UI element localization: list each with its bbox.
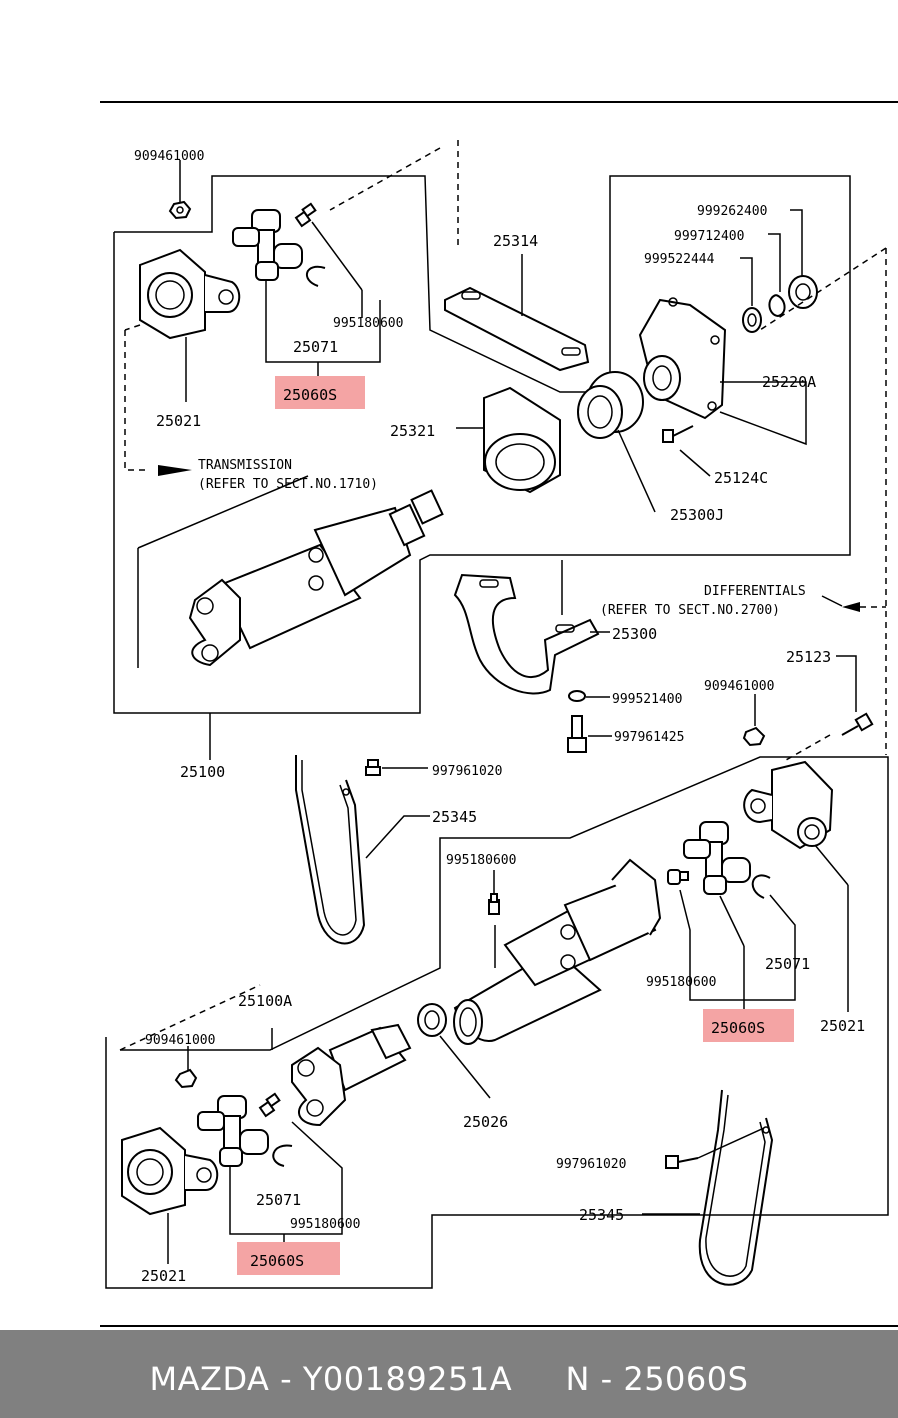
label-999522444: 999522444 [644,252,715,267]
bracket-plate-part [444,254,590,372]
label-25345: 25345 [432,808,477,826]
strap-part [295,755,430,945]
propeller-shaft-part [453,858,662,1045]
bolt-part [567,715,612,753]
leader-line [229,1121,343,1235]
slip-yoke-part [291,1023,412,1127]
footer-part-number: MAZDA - Y00189251A N - 25060S [149,1360,749,1398]
flange-yoke-part [121,1126,219,1264]
label-909461000: 909461000 [134,149,204,164]
label-25060s: 25060S [250,1252,304,1270]
bolt-part [365,759,428,776]
universal-joint-part [197,1095,269,1167]
snap-ring-part [306,265,326,287]
label-25021: 25021 [141,1267,186,1285]
highlight-25060s [237,1242,340,1275]
label-25026: 25026 [463,1113,508,1131]
leader-line [821,595,843,607]
footer-bar: MAZDA - Y00189251A N - 25060S [0,1330,898,1418]
universal-joint-part [683,821,751,895]
label-25071: 25071 [256,1191,301,1209]
center-bearing-part [577,371,656,513]
label-997961020: 997961020 [556,1157,626,1172]
label-differentials-ref: (REFER TO SECT.NO.2700) [600,603,780,618]
label-transmission-ref: (REFER TO SECT.NO.1710) [198,477,378,492]
strap-part [642,1089,774,1286]
support-bracket-part [453,560,610,695]
leader-line [679,889,796,1001]
label-997961425: 997961425 [614,730,684,745]
grease-nipple-part [294,202,363,318]
propeller-shaft-part [137,475,444,668]
dashed-leader [124,330,150,471]
label-25060s: 25060S [711,1019,765,1037]
label-25123: 25123 [786,648,831,666]
label-25220a: 25220A [762,373,816,391]
washer-part [568,690,610,702]
bolt-part [836,655,874,736]
propeller-shaft-diagram: 909461000 995180600 25071 25060S 25021 2… [100,101,898,1327]
flange-yoke-part [139,248,241,402]
dashed-leader [329,147,441,211]
dashed-leader [759,247,887,331]
label-995180600: 995180600 [333,316,403,331]
grease-nipple-part [667,869,689,885]
label-999521400: 999521400 [612,692,682,707]
label-25060s: 25060S [283,386,337,404]
universal-joint-part [232,209,303,281]
grease-nipple-part [488,870,500,915]
companion-flange-part [638,297,807,446]
label-25021: 25021 [820,1017,865,1035]
arrow-icon [158,465,192,476]
label-909461000: 909461000 [145,1033,215,1048]
label-25021: 25021 [156,412,201,430]
label-25071: 25071 [765,955,810,973]
snap-ring-part [272,1144,293,1167]
snap-ring-part [751,874,771,899]
bearing-part [417,1003,491,1099]
label-25300: 25300 [612,625,657,643]
arrow-icon [842,602,860,612]
leader-line [265,280,381,363]
bolt-part [665,1127,765,1169]
label-25124c: 25124C [714,469,768,487]
label-25300j: 25300J [670,506,724,524]
label-25314: 25314 [493,232,538,250]
nut-part [742,694,766,747]
highlight-25060s [703,1009,794,1042]
label-997961020: 997961020 [432,764,502,779]
label-909461000: 909461000 [704,679,774,694]
dashed-leader [124,324,141,331]
grease-nipple-part [258,1092,281,1118]
label-999262400: 999262400 [697,204,767,219]
label-25100a: 25100A [238,992,292,1010]
group-outline-25100 [113,175,851,714]
dashed-leader [119,984,261,1051]
dashed-leader [785,734,831,761]
leader-line [719,895,745,947]
label-25345: 25345 [579,1206,624,1224]
label-25071: 25071 [293,338,338,356]
nut-part [168,160,192,220]
label-differentials: DIFFERENTIALS [704,584,806,599]
label-25321: 25321 [390,422,435,440]
support-cushion-part [456,386,561,494]
flange-yoke-part [743,760,849,1012]
label-transmission: TRANSMISSION [198,458,292,473]
label-995180600: 995180600 [446,853,516,868]
nut-part [174,1046,198,1089]
label-25100: 25100 [180,763,225,781]
label-995180600: 995180600 [646,975,716,990]
bolt-part [662,425,711,477]
washer-part [740,209,818,333]
label-999712400: 999712400 [674,229,744,244]
highlight-25060s [275,376,365,409]
label-995180600: 995180600 [290,1217,360,1232]
group-outline-25100a [105,756,889,1289]
